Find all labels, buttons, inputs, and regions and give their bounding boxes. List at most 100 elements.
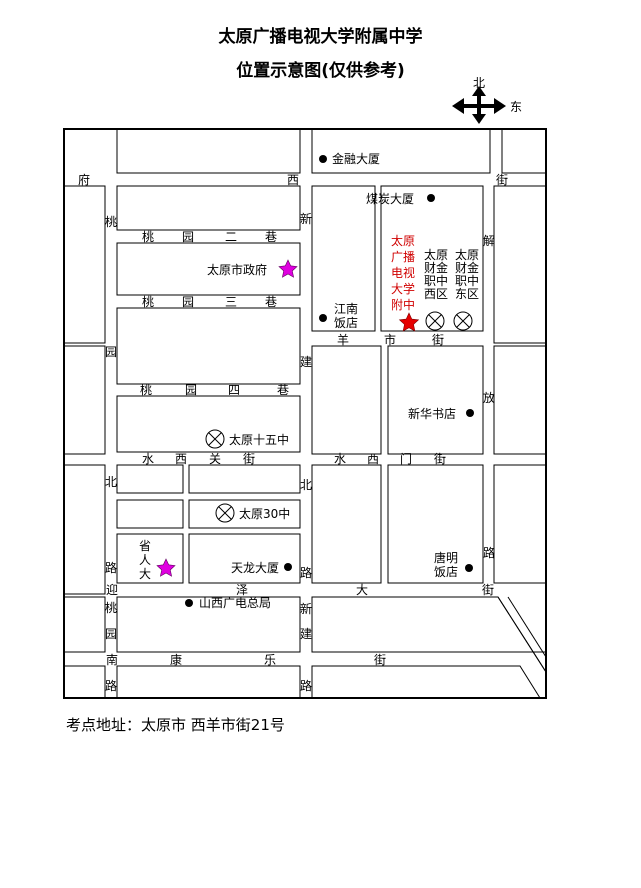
street-label: 园 [105, 627, 117, 641]
street-label: 大 [356, 583, 368, 597]
street-label: 街 [432, 333, 444, 347]
street-label: 路 [300, 565, 312, 580]
caijin-west-line: 职中 [424, 273, 448, 288]
place-shanxi-tv: 山西广电总局 [199, 596, 271, 610]
school-label-line: 电视 [391, 265, 415, 280]
place-school15: 太原十五中 [229, 432, 289, 447]
block [63, 596, 106, 653]
caijin-west-label: 太原 财金 职中 西区 [424, 247, 448, 301]
dot-marker-icon [319, 155, 327, 163]
caijin-west-line: 财金 [424, 260, 448, 275]
block [311, 596, 547, 674]
block [63, 665, 106, 699]
block [387, 345, 484, 455]
caijin-west-line: 西区 [424, 287, 448, 301]
block [311, 345, 382, 455]
school-star-icon [398, 312, 420, 332]
street-label: 新 [300, 211, 312, 226]
street-label: 水 [334, 452, 346, 466]
block [116, 307, 301, 385]
street-label: 市 [384, 332, 396, 347]
street-label: 西 [287, 173, 299, 187]
street-label: 二 [225, 230, 237, 244]
school-circle-icon [205, 429, 225, 449]
caijin-west-line: 太原 [424, 247, 448, 262]
street-label: 北 [105, 475, 117, 489]
block [116, 533, 184, 584]
street-label: 建 [300, 355, 312, 369]
street-label: 路 [300, 678, 312, 693]
block [63, 185, 106, 344]
street-label: 解 [483, 234, 495, 248]
street-label: 桃 [142, 229, 154, 244]
street-label: 巷 [265, 295, 277, 309]
street-label: 路 [483, 545, 495, 560]
street-label: 街 [434, 452, 446, 466]
street-label: 园 [182, 230, 194, 244]
place-meitan: 煤炭大厦 [366, 192, 414, 206]
street-label: 羊 [337, 332, 349, 347]
dot-marker-icon [284, 563, 292, 571]
dot-marker-icon [427, 194, 435, 202]
street-label: 街 [496, 173, 508, 187]
street-label: 桃 [140, 382, 152, 397]
street-label: 路 [105, 560, 117, 575]
street-label: 街 [482, 583, 494, 597]
place-tianlong: 天龙大厦 [231, 561, 279, 575]
caijin-east-line: 职中 [455, 273, 479, 288]
block [311, 665, 541, 699]
street-label: 西 [367, 452, 379, 466]
block [493, 345, 547, 455]
compass-east-label: 东 [510, 100, 522, 114]
compass: 北 东 [452, 76, 522, 124]
street-label: 门 [400, 451, 412, 466]
block [116, 596, 301, 653]
map-title: 太原广播电视大学附属中学 [218, 27, 423, 47]
street-label: 迎 [106, 583, 118, 597]
street-label: 放 [483, 390, 495, 405]
block [63, 464, 106, 595]
block [116, 128, 301, 174]
block [311, 128, 491, 174]
caijin-east-label: 太原 财金 职中 东区 [455, 247, 479, 301]
street-label: 三 [225, 295, 237, 309]
street-label: 建 [300, 627, 312, 641]
block [493, 464, 547, 584]
street-label: 泽 [236, 583, 248, 597]
block [116, 185, 301, 231]
school-circle-icon [453, 311, 473, 331]
caijin-east-line: 太原 [455, 247, 479, 262]
school-label: 太原 广播 电视 大学 附中 [391, 233, 415, 312]
street-label: 巷 [265, 230, 277, 244]
street-label: 桃 [105, 214, 117, 229]
dot-marker-icon [185, 599, 193, 607]
street-label: 南 [106, 652, 118, 667]
block [116, 464, 184, 494]
block [116, 242, 301, 296]
street-label: 乐 [264, 653, 276, 667]
block [311, 185, 376, 332]
street-label: 康 [170, 652, 182, 667]
school-label-line: 广播 [391, 250, 415, 264]
school-label-line: 附中 [391, 297, 415, 312]
diagonal-road [507, 596, 547, 658]
dot-marker-icon [466, 409, 474, 417]
block [188, 464, 301, 494]
street-label: 园 [105, 345, 117, 359]
street-label: 关 [209, 452, 221, 466]
block [387, 464, 484, 584]
block [188, 499, 301, 529]
place-tangming-line: 饭店 [434, 565, 458, 579]
place-renda-line: 人 [139, 553, 151, 567]
caijin-east-line: 财金 [455, 260, 479, 275]
caijin-east-line: 东区 [455, 287, 479, 301]
street-label: 北 [300, 478, 312, 492]
street-label: 桃 [142, 294, 154, 309]
place-tangming-line: 唐明 [434, 550, 458, 565]
street-label: 府 [78, 172, 90, 187]
block [116, 499, 184, 529]
school-circle-icon [425, 311, 445, 331]
block [116, 395, 301, 453]
place-labels: 金融大厦 煤炭大厦 太原 广播 电视 大学 附中 太原 财金 职中 西区 太原 … [139, 151, 479, 610]
